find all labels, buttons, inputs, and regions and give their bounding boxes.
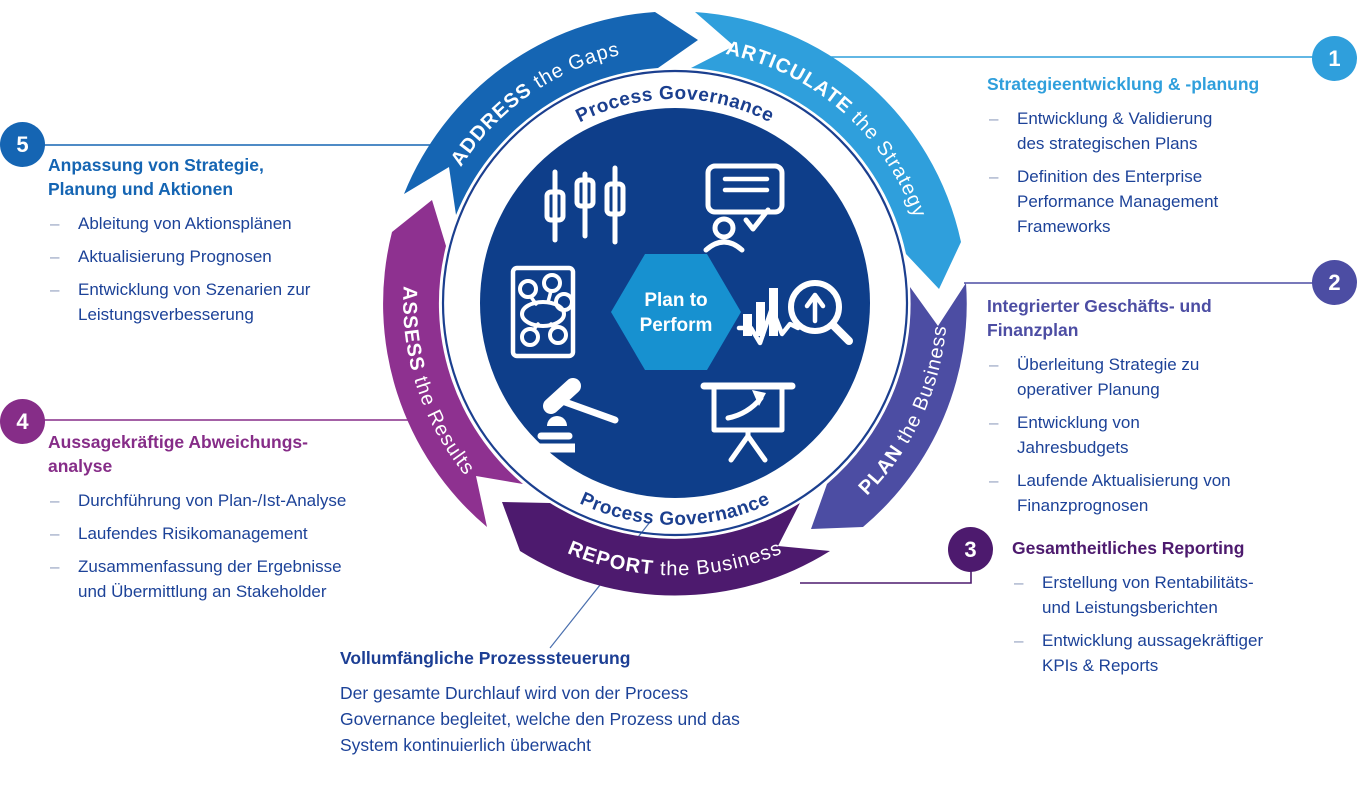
callout-3-bullets: Erstellung von Rentabilitäts- und Leistu… bbox=[1012, 570, 1264, 678]
callout-3-heading: Gesamtheitliches Reporting bbox=[1012, 538, 1245, 558]
bullet: Entwicklung & Validierung des strategisc… bbox=[987, 106, 1242, 156]
segment-plan bbox=[811, 283, 967, 529]
step-badge-3: 3 bbox=[948, 527, 993, 572]
step-badge-4: 4 bbox=[0, 399, 45, 444]
segment-assess bbox=[383, 200, 523, 527]
segment-address bbox=[404, 12, 698, 215]
callout-5-bullets: Ableitung von Aktionsplänen Aktualisieru… bbox=[48, 211, 360, 327]
callout-4: Aussagekräftige Abweichungs-analyse Durc… bbox=[48, 430, 360, 612]
callout-3: Gesamtheitliches Reporting Erstellung vo… bbox=[1012, 536, 1264, 686]
callout-4-heading: Aussagekräftige Abweichungs-analyse bbox=[48, 432, 308, 476]
callout-1-heading: Strategieentwicklung & -planung bbox=[987, 74, 1260, 94]
hexagon-label-line1: Plan to bbox=[644, 290, 707, 311]
plan-to-perform-hexagon bbox=[611, 254, 741, 370]
gavel-icon bbox=[533, 378, 619, 453]
segment-report bbox=[502, 502, 830, 596]
connector-line-3 bbox=[800, 566, 972, 584]
callout-1-bullets: Entwicklung & Validierung des strategisc… bbox=[987, 106, 1242, 239]
bullet: Entwicklung von Szenarien zur Leistungsv… bbox=[48, 277, 360, 327]
governance-note-heading: Vollumfängliche Prozesssteuerung bbox=[340, 648, 631, 668]
bullet: Laufendes Risikomanagement bbox=[48, 521, 360, 546]
step-badge-2: 2 bbox=[1312, 260, 1357, 305]
governance-note-body: Der gesamte Durchlauf wird von der Proce… bbox=[340, 683, 740, 755]
presentation-feedback-icon bbox=[703, 163, 785, 253]
hexagon-label-line2: Perform bbox=[640, 315, 713, 336]
segment-articulate bbox=[691, 12, 961, 289]
callout-2: Integrierter Geschäfts- und Finanzplan Ü… bbox=[987, 294, 1249, 526]
callout-5: Anpassung von Strategie, Planung und Akt… bbox=[48, 153, 360, 335]
governance-note: Vollumfängliche Prozesssteuerung Der ges… bbox=[340, 646, 780, 758]
bullet: Ableitung von Aktionsplänen bbox=[48, 211, 360, 236]
callout-1: Strategieentwicklung & -planung Entwickl… bbox=[987, 72, 1259, 247]
bullet: Erstellung von Rentabilitäts- und Leistu… bbox=[1012, 570, 1264, 620]
bullet: Entwicklung von Jahresbudgets bbox=[987, 410, 1245, 460]
bullet: Durchführung von Plan-/Ist-Analyse bbox=[48, 488, 360, 513]
analysis-magnifier-icon bbox=[736, 280, 853, 346]
bullet: Aktualisierung Prognosen bbox=[48, 244, 360, 269]
bullet: Definition des Enterprise Performance Ma… bbox=[987, 164, 1242, 239]
bullet: Überleitung Strategie zu operativer Plan… bbox=[987, 352, 1245, 402]
strategy-plan-icon bbox=[510, 265, 576, 359]
bullet: Laufende Aktualisierung von Finanzprogno… bbox=[987, 468, 1245, 518]
governance-ring-outline bbox=[441, 69, 909, 537]
step-badge-1: 1 bbox=[1312, 36, 1357, 81]
step-badge-5: 5 bbox=[0, 122, 45, 167]
sliders-icon bbox=[544, 165, 626, 245]
callout-5-heading: Anpassung von Strategie, Planung und Akt… bbox=[48, 155, 264, 199]
callout-2-heading: Integrierter Geschäfts- und Finanzplan bbox=[987, 296, 1212, 340]
bullet: Entwicklung aussagekräftiger KPIs & Repo… bbox=[1012, 628, 1264, 678]
bullet: Zusammenfassung der Ergebnisse und Überm… bbox=[48, 554, 350, 604]
callout-4-bullets: Durchführung von Plan-/Ist-Analyse Laufe… bbox=[48, 488, 360, 604]
callout-2-bullets: Überleitung Strategie zu operativer Plan… bbox=[987, 352, 1245, 518]
growth-presentation-icon bbox=[700, 382, 796, 463]
